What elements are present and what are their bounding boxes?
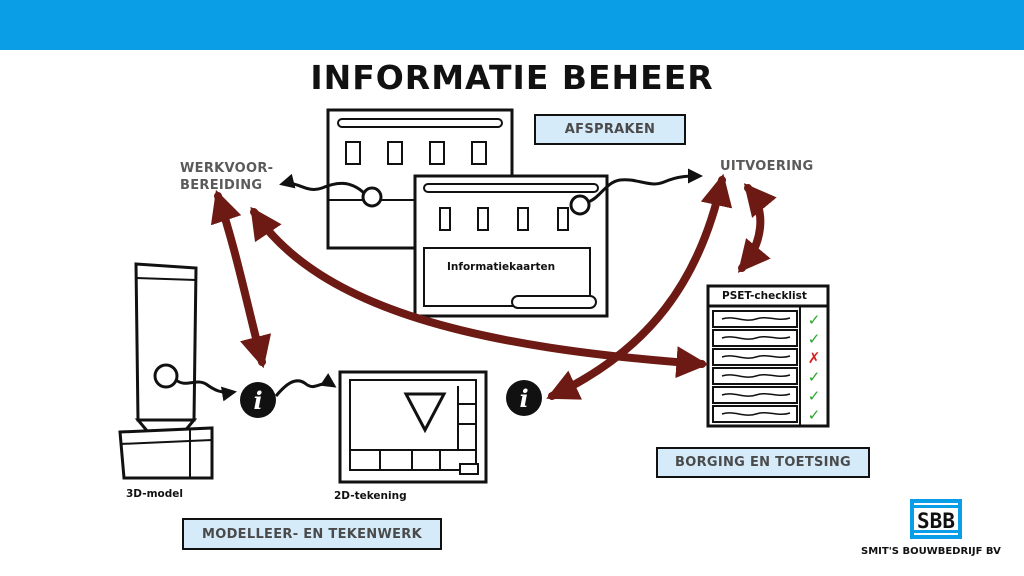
afspraken-label: AFSPRAKEN xyxy=(534,114,686,145)
check-icon: ✓ xyxy=(808,406,821,424)
uitvoering-label: UITVOERING xyxy=(720,159,814,174)
info-icon: i xyxy=(506,380,542,416)
top-banner xyxy=(0,0,1024,50)
page-title: INFORMATIE BEHEER xyxy=(310,58,714,97)
logo-monogram: SBB xyxy=(917,509,955,533)
2d-drawing-icon xyxy=(338,370,488,484)
2d-tekening-label: 2D-tekening xyxy=(334,490,407,502)
borging-toetsing-label: BORGING EN TOETSING xyxy=(656,447,870,478)
informatiekaarten-label: Informatiekaarten xyxy=(447,261,556,273)
checklist-marks: ✓✓✗✓✓✓ xyxy=(808,311,821,424)
sbb-logo-icon: SBB xyxy=(910,499,962,539)
check-icon: ✓ xyxy=(808,387,821,405)
modelleer-tekenwerk-label: MODELLEER- EN TEKENWERK xyxy=(182,518,442,550)
3d-model-label: 3D-model xyxy=(126,488,183,500)
cross-icon: ✗ xyxy=(808,349,821,367)
link-node-icon xyxy=(153,363,179,389)
check-icon: ✓ xyxy=(808,368,821,386)
link-node-icon xyxy=(361,186,383,208)
link-node-icon xyxy=(569,194,591,216)
info-icon: i xyxy=(240,382,276,418)
werkvoorbereiding-label: WERKVOOR- BEREIDING xyxy=(180,161,274,193)
3d-model-icon xyxy=(118,262,214,480)
company-name: SMIT'S BOUWBEDRIJF BV xyxy=(861,546,1001,557)
pset-checklist-label: PSET-checklist xyxy=(722,290,807,302)
check-icon: ✓ xyxy=(808,311,821,329)
check-icon: ✓ xyxy=(808,330,821,348)
